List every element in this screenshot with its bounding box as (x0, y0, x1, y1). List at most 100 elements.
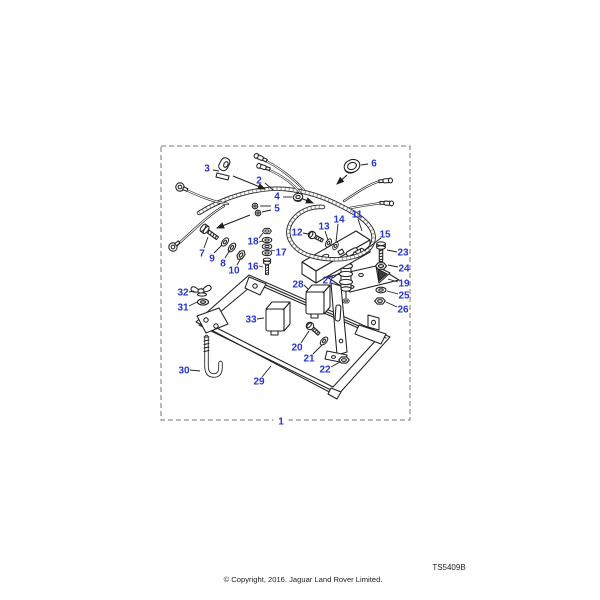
leader-line-8 (224, 249, 231, 259)
leader-line-29 (261, 365, 272, 378)
frame-end-bracket (354, 324, 387, 345)
leader-line-18 (258, 240, 264, 243)
install-arrow-4 (336, 174, 348, 185)
washer-31 (196, 298, 210, 306)
leader-line-32 (188, 290, 195, 293)
callout-15: 15 (379, 230, 391, 241)
leader-line-10 (236, 257, 242, 266)
callout-28: 28 (292, 280, 304, 291)
leader-line-6 (360, 163, 369, 166)
bullet-terminal (255, 162, 272, 172)
callout-14: 14 (333, 215, 345, 226)
harness-clip-3 (215, 157, 231, 181)
leader-line-24 (387, 264, 399, 268)
leader-line-26 (385, 301, 398, 308)
ring-terminal (174, 181, 190, 195)
callout-4: 4 (274, 192, 280, 203)
leader-line-21 (312, 344, 323, 355)
callout-26: 26 (397, 305, 409, 316)
leader-line-16 (258, 265, 264, 268)
leader-line-3 (212, 169, 220, 172)
washer-8 (226, 241, 238, 254)
bullet-terminal (252, 152, 269, 164)
callout-31: 31 (177, 303, 189, 314)
callout-3: 3 (204, 164, 210, 175)
install-arrows (215, 174, 348, 229)
leader-line-20 (300, 330, 310, 344)
nut-10 (234, 248, 248, 262)
leader-line-23 (386, 249, 398, 253)
leader-line-33 (256, 317, 265, 320)
bolt-7 (198, 222, 221, 243)
callout-32: 32 (177, 288, 189, 299)
ring-terminal (166, 238, 183, 254)
callout-25: 25 (398, 291, 410, 302)
callout-17: 17 (275, 248, 287, 259)
callout-18: 18 (247, 237, 259, 248)
callout-11: 11 (352, 210, 363, 221)
leader-line-12 (302, 232, 309, 235)
callout-33: 33 (245, 315, 257, 326)
callout-1-backing (273, 415, 289, 427)
callout-29: 29 (253, 377, 265, 388)
leader-line-15 (363, 237, 382, 252)
diagram-dashed-border (160, 145, 411, 421)
callout-24: 24 (398, 264, 410, 275)
leader-line-31 (188, 301, 198, 307)
retaining-clip-4 (292, 192, 304, 203)
callout-2: 2 (256, 176, 262, 187)
bolt-16 (262, 257, 272, 276)
frame-corner-cap (327, 387, 342, 400)
callout-12: 12 (291, 228, 303, 239)
nut-24 (374, 262, 388, 270)
washer-17 (261, 249, 273, 257)
grommet-clip-6 (343, 158, 361, 174)
bullet-terminal (379, 199, 395, 207)
bolt-23 (376, 241, 386, 263)
callout-1: 1 (278, 417, 284, 428)
wiring-harness-2 (166, 152, 395, 262)
leader-line-27 (332, 272, 340, 279)
copyright-text: © Copyright, 2016. Jaguar Land Rover Lim… (224, 575, 383, 584)
leader-line-18 (258, 232, 264, 239)
leader-line-28 (303, 284, 309, 290)
bullet-terminal (378, 177, 394, 185)
install-arrow-3 (215, 214, 251, 229)
leader-line-9 (213, 244, 223, 254)
callout-30: 30 (178, 366, 190, 377)
nut-cap-18 (262, 227, 272, 235)
callout-8: 8 (220, 259, 226, 270)
callout-22: 22 (319, 365, 331, 376)
callout-10: 10 (228, 266, 240, 277)
callout-13: 13 (318, 222, 330, 233)
callout-20: 20 (291, 343, 303, 354)
callout-5: 5 (274, 204, 280, 215)
leader-line-22 (330, 361, 341, 368)
callout-6: 6 (371, 159, 377, 170)
install-arrow-2 (302, 197, 315, 204)
leader-line-14 (335, 223, 339, 243)
leader-lines (188, 163, 399, 378)
leader-line-19 (387, 278, 399, 283)
leader-line-13 (324, 230, 329, 241)
callout-21: 21 (303, 354, 315, 365)
nut-22 (338, 356, 350, 364)
leader-line-11 (357, 218, 363, 232)
frame-corner-gusset (196, 307, 229, 334)
leader-line-2 (264, 182, 274, 191)
callout-9: 9 (209, 254, 215, 265)
leader-line-5 (261, 209, 272, 213)
install-arrow-1 (232, 175, 267, 190)
washer-25 (375, 286, 387, 294)
washer-18b (261, 243, 273, 250)
callout-27: 27 (322, 276, 334, 287)
wing-fixing-32 (190, 284, 212, 297)
callout-19: 19 (398, 279, 410, 290)
hook-bolt-30 (203, 334, 223, 378)
leader-line-30 (189, 369, 201, 372)
leader-line-7 (203, 236, 209, 249)
clip-5 (251, 202, 262, 217)
callout-7: 7 (199, 249, 205, 260)
